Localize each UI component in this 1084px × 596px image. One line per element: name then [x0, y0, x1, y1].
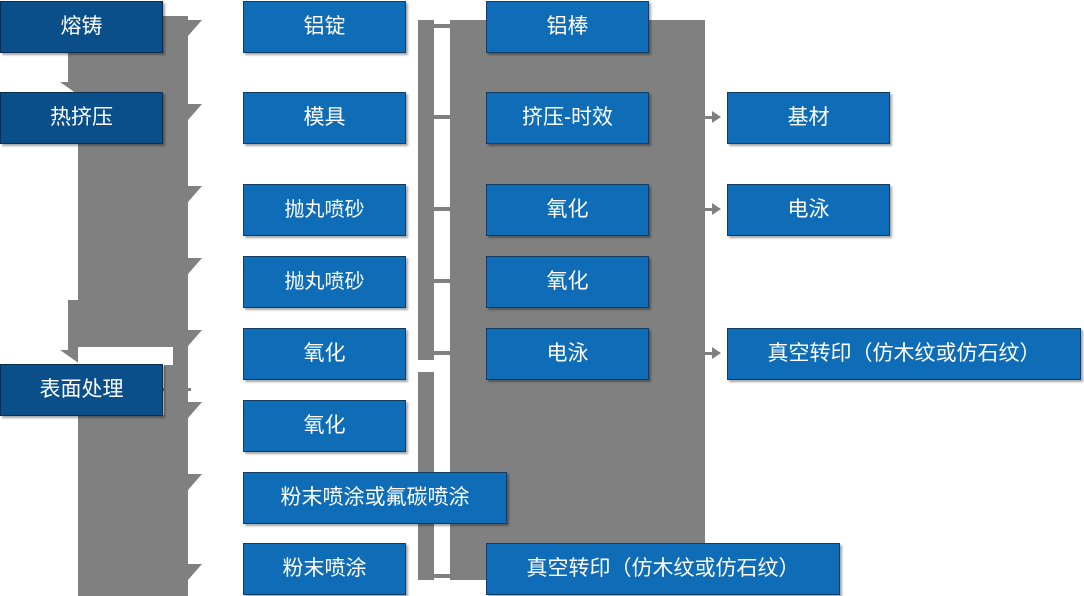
- stage-box-rejiya[interactable]: 热挤压: [0, 92, 163, 144]
- connector-rung-6: [434, 574, 456, 578]
- arrow-stem-to-c4-2: [705, 208, 717, 211]
- c3-box-lubang[interactable]: 铝棒: [486, 1, 649, 53]
- stage-box-biaomianchuli[interactable]: 表面处理: [0, 364, 163, 416]
- c2-box-muju-label: 模具: [303, 106, 346, 130]
- c4-box-zhenkongzhuanyin-label: 真空转印（仿木纹或仿石纹）: [767, 342, 1041, 366]
- connector-rung-3: [434, 207, 456, 211]
- arrow-head-to-c4-2: [712, 203, 721, 215]
- c3-box-yanghua-2[interactable]: 氧化: [486, 256, 649, 308]
- c2-box-ludingyi[interactable]: 铝锭: [243, 1, 406, 53]
- c2-box-ludingyi-label: 铝锭: [303, 15, 346, 39]
- c2-box-yanghua-1[interactable]: 氧化: [243, 328, 406, 380]
- arrow-stem-to-c4-3: [705, 352, 717, 355]
- stage-box-rejiya-label: 热挤压: [50, 106, 113, 130]
- c3-box-yanghua-2-label: 氧化: [546, 270, 589, 294]
- c2-box-paowanpensha-2[interactable]: 抛丸喷砂: [243, 256, 406, 308]
- c2-box-fenmopentu-label: 粉末喷涂: [282, 557, 367, 581]
- stage-box-rongzhu-label: 熔铸: [60, 15, 103, 39]
- c2-box-yanghua-1-label: 氧化: [303, 342, 346, 366]
- connector-rung-5: [434, 351, 456, 355]
- connector-rung-2: [434, 115, 456, 119]
- c2-box-fenmopentu-huo-fudan-label: 粉末喷涂或氟碳喷涂: [280, 486, 470, 510]
- c3-box-lubang-label: 铝棒: [546, 15, 589, 39]
- c2-box-yanghua-2-label: 氧化: [303, 414, 346, 438]
- arrow-head-to-c4-3: [712, 347, 721, 359]
- c4-box-dianyong[interactable]: 电泳: [727, 184, 890, 236]
- c3-box-jiya-shixiao-label: 挤压-时效: [522, 106, 613, 130]
- c2-box-fenmopentu[interactable]: 粉末喷涂: [243, 543, 406, 595]
- c3-box-zhenkongzhuanyin[interactable]: 真空转印（仿木纹或仿石纹）: [486, 543, 840, 595]
- c2-box-fenmopentu-huo-fudan[interactable]: 粉末喷涂或氟碳喷涂: [243, 472, 507, 524]
- connector-rung-1: [418, 24, 456, 28]
- c4-box-jicai[interactable]: 基材: [727, 92, 890, 144]
- connector-midbar-upper: [418, 20, 434, 360]
- bracket-notch-mask: [78, 347, 173, 365]
- connector-bracket-left: [78, 16, 230, 596]
- c4-box-zhenkongzhuanyin[interactable]: 真空转印（仿木纹或仿石纹）: [727, 328, 1081, 380]
- c2-box-yanghua-2[interactable]: 氧化: [243, 400, 406, 452]
- c3-box-dianyong-label: 电泳: [546, 342, 589, 366]
- c2-box-paowanpensha-1[interactable]: 抛丸喷砂: [243, 184, 406, 236]
- stage-box-rongzhu[interactable]: 熔铸: [0, 1, 163, 53]
- c3-box-yanghua-1[interactable]: 氧化: [486, 184, 649, 236]
- arrow-stem-to-c4-1: [705, 116, 717, 119]
- connector-rung-4: [434, 279, 456, 283]
- stage-box-biaomianchuli-label: 表面处理: [39, 378, 124, 402]
- c4-box-jicai-label: 基材: [787, 106, 830, 130]
- c2-box-paowanpensha-1-label: 抛丸喷砂: [284, 199, 365, 221]
- c3-box-yanghua-1-label: 氧化: [546, 198, 589, 222]
- c4-box-dianyong-label: 电泳: [787, 198, 830, 222]
- connector-stage3-stem: [163, 388, 191, 391]
- c2-box-paowanpensha-2-label: 抛丸喷砂: [284, 271, 365, 293]
- c3-box-jiya-shixiao[interactable]: 挤压-时效: [486, 92, 649, 144]
- arrow-head-to-c4-1: [712, 111, 721, 123]
- c3-box-dianyong[interactable]: 电泳: [486, 328, 649, 380]
- c3-box-zhenkongzhuanyin-label: 真空转印（仿木纹或仿石纹）: [526, 557, 800, 581]
- c2-box-muju[interactable]: 模具: [243, 92, 406, 144]
